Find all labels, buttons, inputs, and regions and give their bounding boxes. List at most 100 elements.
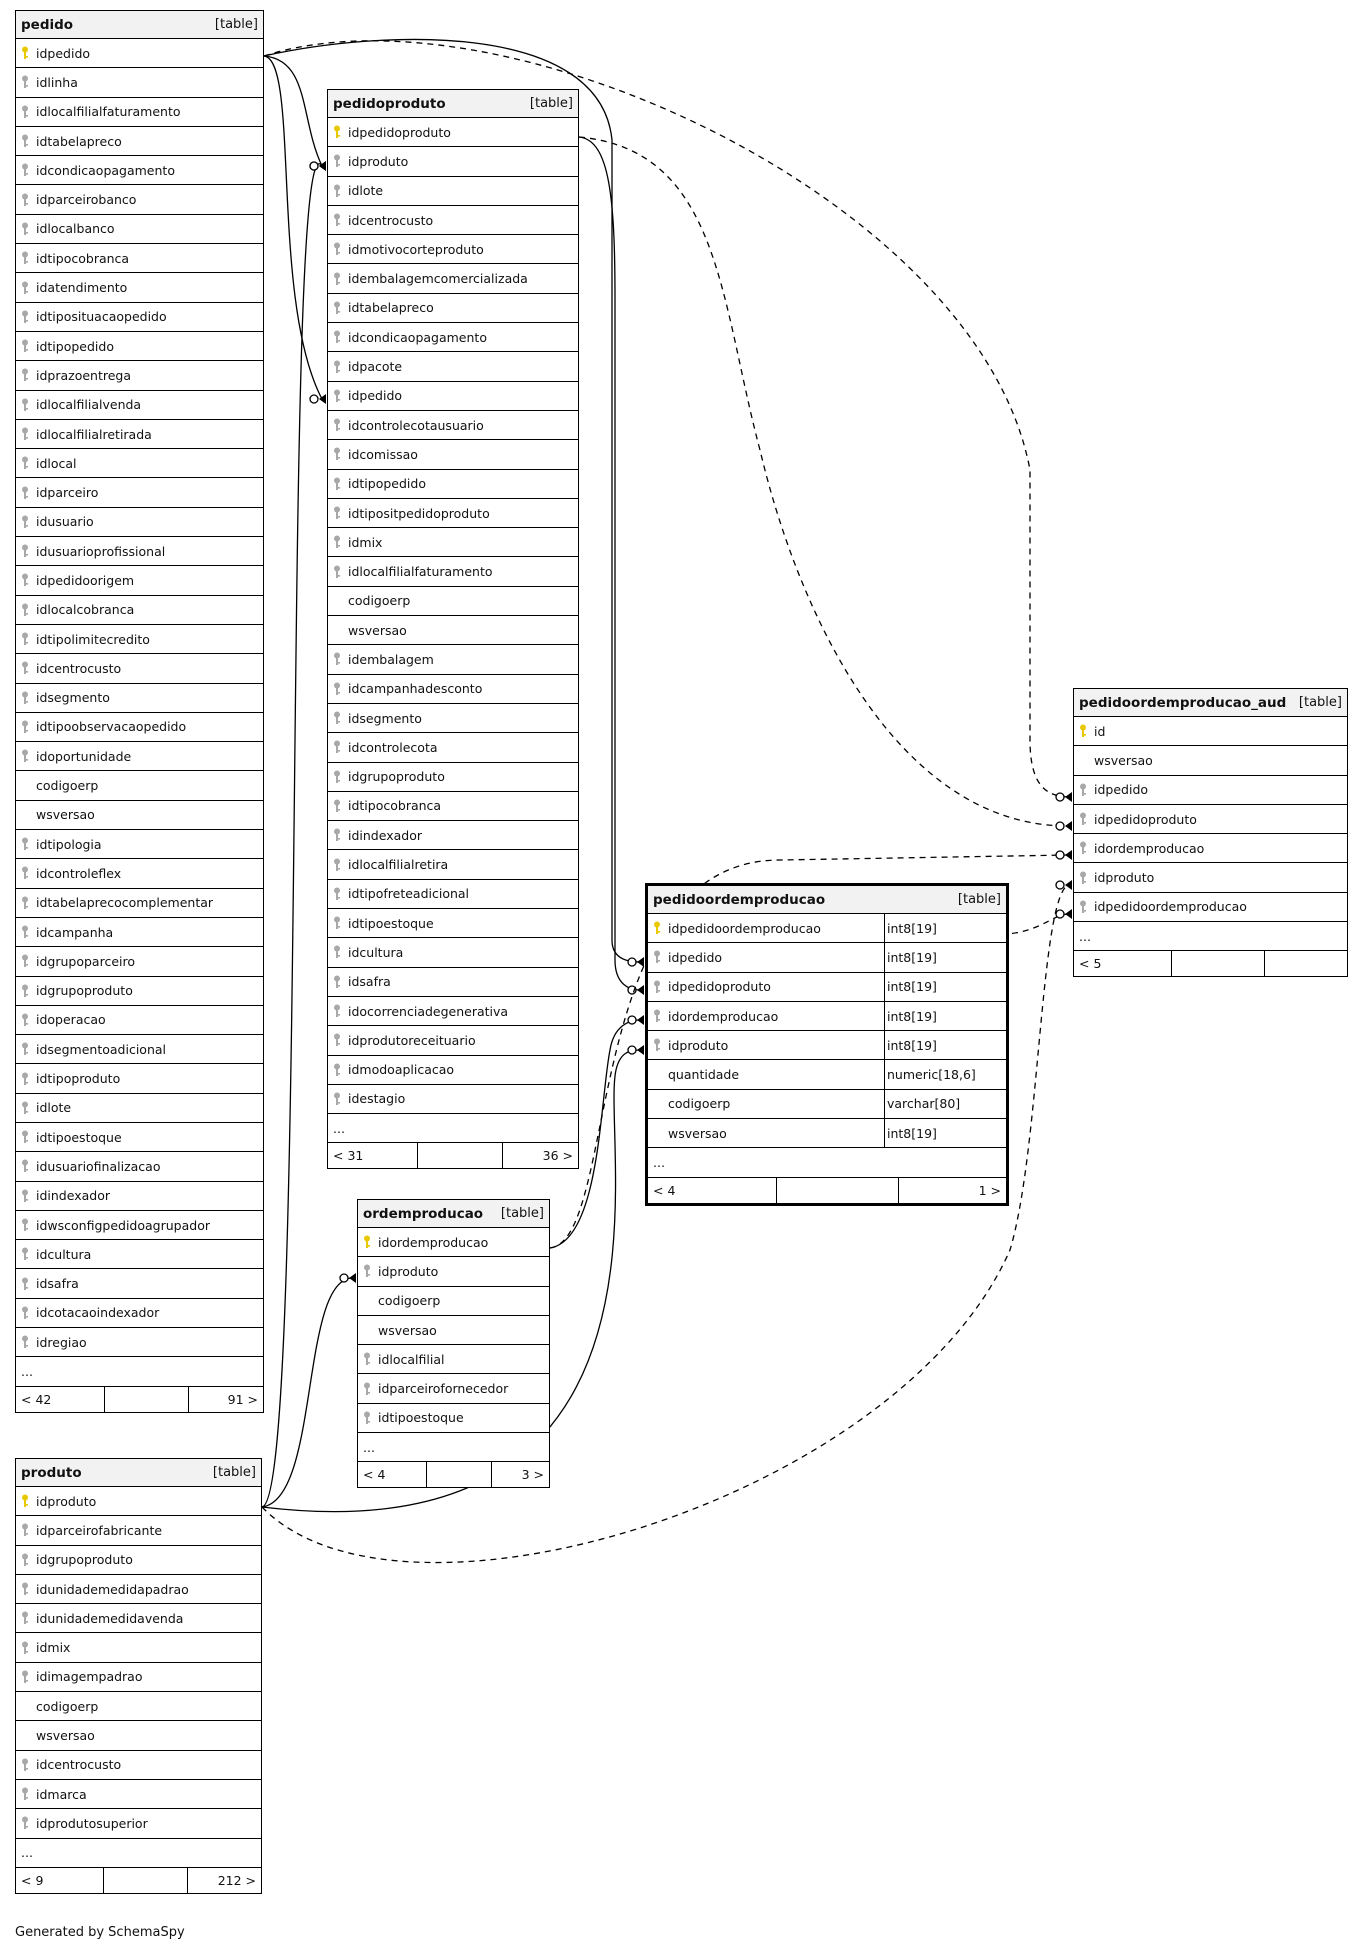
column-row[interactable]: idtipologia	[16, 830, 263, 860]
column-row[interactable]: idindexador	[16, 1182, 263, 1211]
column-row[interactable]: idtipositpedidoproduto	[328, 499, 578, 529]
column-row[interactable]: codigoerp	[328, 587, 578, 617]
column-row[interactable]: idproduto	[16, 1487, 261, 1517]
column-row[interactable]: idgrupoproduto	[328, 763, 578, 792]
column-row[interactable]: idatendimento	[16, 273, 263, 303]
column-row[interactable]: idtabelapreco	[328, 294, 578, 324]
column-row[interactable]: idusuarioprofissional	[16, 537, 263, 567]
table-header[interactable]: ordemproducao[table]	[358, 1200, 549, 1228]
column-row[interactable]: idcontrolecota	[328, 733, 578, 763]
column-row[interactable]: idtabelaprecocomplementar	[16, 889, 263, 918]
column-row[interactable]: idlocalfilialretira	[328, 850, 578, 880]
column-row[interactable]: idoperacao	[16, 1006, 263, 1036]
column-row[interactable]: idwsconfigpedidoagrupador	[16, 1211, 263, 1241]
column-row[interactable]: idoportunidade	[16, 742, 263, 772]
column-row[interactable]: idtipoobservacaopedido	[16, 713, 263, 743]
column-row[interactable]: idpacote	[328, 352, 578, 382]
column-row[interactable]: idsegmento	[16, 684, 263, 713]
column-row[interactable]: idordemproducao	[358, 1228, 549, 1258]
column-row[interactable]: idpedido	[16, 39, 263, 69]
column-row[interactable]: idunidademedidapadrao	[16, 1575, 261, 1605]
column-row[interactable]: idembalagem	[328, 645, 578, 675]
column-row[interactable]: idproduto	[358, 1257, 549, 1287]
column-row[interactable]: idsegmento	[328, 704, 578, 734]
column-row[interactable]: idusuariofinalizacao	[16, 1152, 263, 1182]
column-row[interactable]: idpedido	[328, 382, 578, 411]
column-row[interactable]: idcomissao	[328, 440, 578, 470]
column-row[interactable]: idusuario	[16, 508, 263, 538]
column-row[interactable]: idtipofreteadicional	[328, 880, 578, 910]
column-row[interactable]: idmarca	[16, 1780, 261, 1810]
column-row[interactable]: idsegmentoadicional	[16, 1035, 263, 1065]
column-row[interactable]: idpedidoproduto	[328, 118, 578, 148]
column-row[interactable]: idlinha	[16, 68, 263, 98]
column-row[interactable]: idlocalfilialvenda	[16, 391, 263, 420]
column-row[interactable]: idgrupoproduto	[16, 977, 263, 1006]
table-header[interactable]: pedidoproduto[table]	[328, 90, 578, 118]
column-row[interactable]: idtipocobranca	[328, 792, 578, 822]
column-row[interactable]: idlocalfilial	[358, 1345, 549, 1375]
column-row[interactable]: idcampanha	[16, 918, 263, 948]
column-row[interactable]: wsversao	[358, 1316, 549, 1346]
column-row[interactable]: idgrupoparceiro	[16, 947, 263, 977]
column-row[interactable]: idtipocobranca	[16, 244, 263, 274]
column-row[interactable]: idlote	[16, 1094, 263, 1123]
column-row[interactable]: idmix	[328, 528, 578, 558]
column-row[interactable]: idparceiro	[16, 478, 263, 508]
table-header[interactable]: pedidoordemproducao_aud[table]	[1074, 689, 1347, 717]
column-row[interactable]: idindexador	[328, 821, 578, 851]
column-row[interactable]: idmotivocorteproduto	[328, 235, 578, 265]
column-row[interactable]: wsversao	[1074, 746, 1347, 776]
column-row[interactable]: idembalagemcomercializada	[328, 264, 578, 294]
column-row[interactable]: idordemproducao	[1074, 834, 1347, 864]
column-row[interactable]: idtipoproduto	[16, 1064, 263, 1094]
column-row[interactable]: idmodoaplicacao	[328, 1056, 578, 1085]
column-row[interactable]: idpedidoordemproducao	[1074, 893, 1347, 923]
column-row[interactable]: idcentrocusto	[16, 1751, 261, 1780]
column-row[interactable]: idpedidoorigem	[16, 566, 263, 596]
column-row[interactable]: idlote	[328, 177, 578, 206]
column-row[interactable]: idparceirofornecedor	[358, 1374, 549, 1404]
column-row[interactable]: idprodutoreceituario	[328, 1026, 578, 1056]
column-row[interactable]: idmix	[16, 1633, 261, 1663]
table-header[interactable]: produto[table]	[16, 1459, 261, 1487]
column-row[interactable]: codigoerp	[16, 771, 263, 801]
column-row[interactable]: idcondicaopagamento	[16, 156, 263, 186]
column-row[interactable]: idtipolimitecredito	[16, 625, 263, 655]
column-row[interactable]: wsversao	[328, 616, 578, 646]
column-row[interactable]: idlocalcobranca	[16, 596, 263, 625]
column-row[interactable]: id	[1074, 717, 1347, 747]
column-row[interactable]: idlocalfilialretirada	[16, 420, 263, 450]
column-row[interactable]: idparceirobanco	[16, 185, 263, 215]
column-row[interactable]: idcotacaoindexador	[16, 1299, 263, 1329]
column-row[interactable]: idprazoentrega	[16, 361, 263, 391]
column-row[interactable]: idtipoestoque	[358, 1404, 549, 1434]
column-row[interactable]: idtipoestoque	[16, 1123, 263, 1153]
column-row[interactable]: idcontrolecotausuario	[328, 411, 578, 441]
column-row[interactable]: idlocal	[16, 449, 263, 479]
column-row[interactable]: idocorrenciadegenerativa	[328, 997, 578, 1027]
column-row[interactable]: idprodutosuperior	[16, 1809, 261, 1839]
column-row[interactable]: idtipopedido	[328, 470, 578, 499]
column-row[interactable]: idtabelapreco	[16, 127, 263, 157]
table-pedidoordemproducao[interactable]: pedidoordemproducao[table]idpedidoordemp…	[645, 883, 1009, 1206]
column-row[interactable]: idproduto	[1074, 863, 1347, 893]
column-row[interactable]: idtipoestoque	[328, 909, 578, 939]
column-row[interactable]: idparceirofabricante	[16, 1516, 261, 1546]
column-row[interactable]: codigoerp	[358, 1287, 549, 1316]
column-row[interactable]: idsafra	[328, 968, 578, 997]
column-row[interactable]: idimagempadrao	[16, 1663, 261, 1693]
column-row[interactable]: idsafra	[16, 1269, 263, 1299]
column-row[interactable]: idproduto	[328, 147, 578, 177]
